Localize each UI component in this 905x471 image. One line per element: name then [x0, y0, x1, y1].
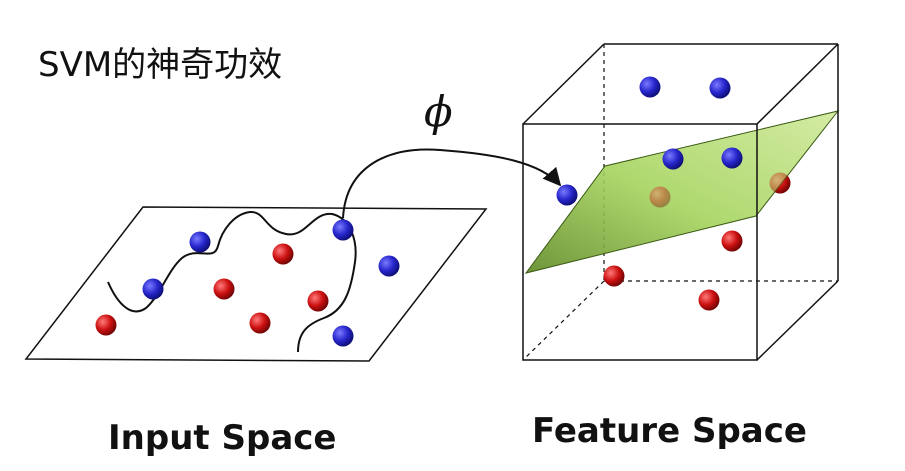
mapping-arrow — [342, 148, 562, 219]
red-point — [213, 278, 235, 300]
red-point — [721, 230, 743, 252]
blue-point — [332, 219, 354, 241]
blue-point — [556, 184, 578, 206]
blue-point — [378, 255, 400, 277]
cube-hidden-edge — [522, 280, 605, 361]
feature-space — [522, 43, 840, 361]
nonlinear-boundary-curve — [107, 210, 357, 353]
cube-edge — [756, 43, 839, 125]
blue-point — [332, 325, 354, 347]
blue-point — [662, 148, 684, 170]
red-point — [698, 289, 720, 311]
feature-space-label: Feature Space — [532, 411, 807, 451]
blue-point — [142, 278, 164, 300]
blue-point — [639, 76, 661, 98]
separating-hyperplane — [524, 110, 840, 274]
red-point — [95, 314, 117, 336]
input-space-plane — [24, 206, 488, 362]
blue-point — [189, 231, 211, 253]
diagram-title: SVM的神奇功效 — [38, 45, 282, 85]
red-point — [272, 243, 294, 265]
red-point-ghost — [769, 172, 791, 194]
red-point — [603, 265, 625, 287]
input-space — [24, 206, 488, 362]
mapping-phi-symbol: ϕ — [424, 87, 453, 136]
blue-point — [709, 77, 731, 99]
cube-front-face — [522, 123, 758, 361]
red-point — [307, 290, 329, 312]
blue-point — [721, 147, 743, 169]
cube-edge — [522, 43, 605, 125]
cube-edge — [756, 280, 839, 361]
red-point — [649, 186, 671, 208]
input-space-label: Input Space — [108, 418, 336, 458]
red-point — [249, 312, 271, 334]
